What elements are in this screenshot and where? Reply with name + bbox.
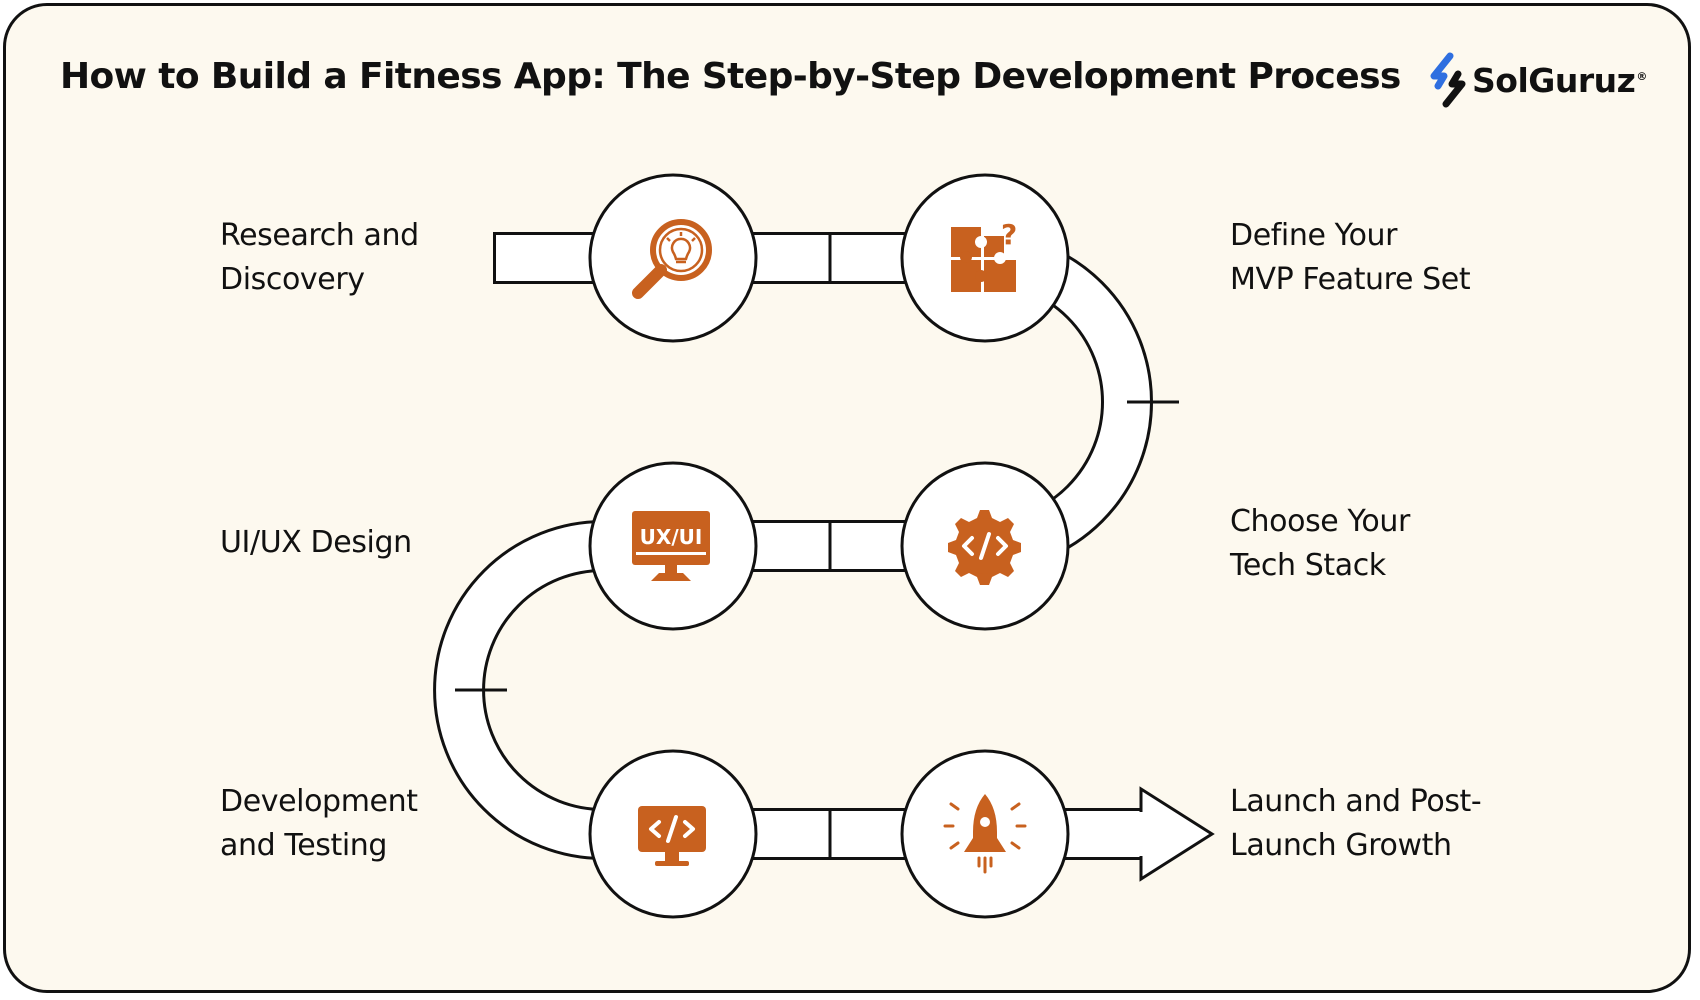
brand-logo: SolGuruz® <box>1428 52 1647 108</box>
arrowhead <box>1139 786 1215 882</box>
code-monitor-icon <box>638 806 706 866</box>
ux-ui-monitor-icon: UX/UI <box>632 511 710 581</box>
registered-mark: ® <box>1636 69 1647 83</box>
magnifier-lightbulb-icon <box>632 219 712 299</box>
step-label-development-testing: Development and Testing <box>220 780 418 868</box>
step-label-line: Launch Growth <box>1230 828 1452 863</box>
step-label-mvp-feature-set: Define Your MVP Feature Set <box>1230 214 1471 302</box>
step-node-5 <box>588 749 758 919</box>
brand-name-text: SolGuruz <box>1472 60 1636 100</box>
code-gear-icon <box>948 510 1021 585</box>
brand-mark-icon <box>1430 52 1466 108</box>
step-node-3: UX/UI <box>588 461 758 631</box>
rocket-launch-icon <box>943 794 1027 874</box>
step-node-2: ? <box>900 173 1070 343</box>
process-track <box>433 232 1215 882</box>
step-label-line: and Testing <box>220 828 388 863</box>
step-label-line: MVP Feature Set <box>1230 262 1471 297</box>
page-title: How to Build a Fitness App: The Step-by-… <box>60 56 1401 97</box>
step-label-line: Define Your <box>1230 218 1398 253</box>
step-label-launch-growth: Launch and Post- Launch Growth <box>1230 780 1482 868</box>
step-label-research-discovery: Research and Discovery <box>220 214 419 302</box>
step-node-4 <box>900 461 1070 631</box>
step-label-ui-ux-design: UI/UX Design <box>220 521 412 565</box>
step-label-line: Research and <box>220 218 419 253</box>
step-label-line: Choose Your <box>1230 504 1410 539</box>
ux-ui-icon-text: UX/UI <box>640 525 703 549</box>
step-node-6 <box>900 749 1070 919</box>
step-label-line: Tech Stack <box>1230 548 1386 583</box>
step-label-line: UI/UX Design <box>220 525 412 560</box>
step-label-line: Discovery <box>220 262 365 297</box>
step-label-line: Development <box>220 784 418 819</box>
svg-text:?: ? <box>1001 218 1017 251</box>
step-node-1 <box>588 173 758 343</box>
step-label-line: Launch and Post- <box>1230 784 1482 819</box>
brand-name: SolGuruz® <box>1472 61 1647 100</box>
step-label-tech-stack: Choose Your Tech Stack <box>1230 500 1410 588</box>
puzzle-question-icon: ? <box>951 218 1017 292</box>
